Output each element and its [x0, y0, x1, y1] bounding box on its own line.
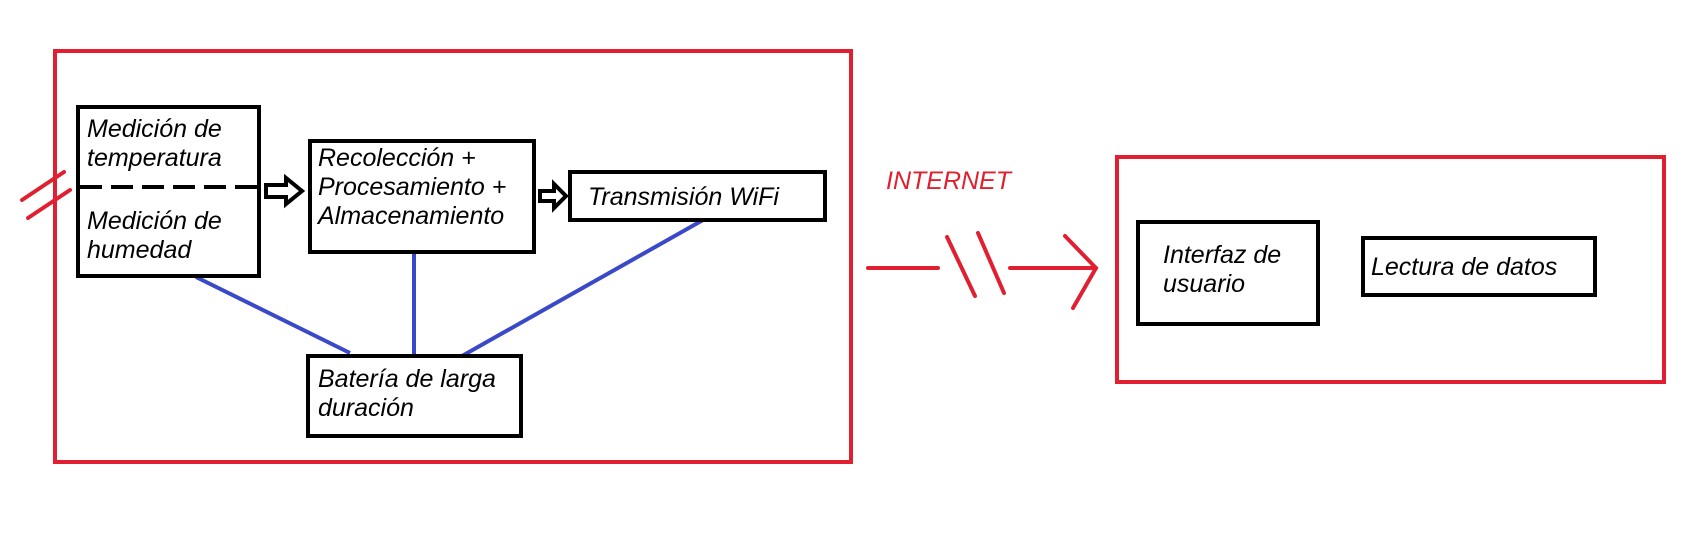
- client-frame: [1115, 155, 1666, 384]
- wifi-label: Transmisión WiFi: [588, 183, 779, 211]
- data-reading-label: Lectura de datos: [1371, 253, 1558, 281]
- temperature-label: Medición de temperatura: [87, 115, 222, 172]
- arrow-processing-to-wifi: [538, 179, 569, 213]
- link-sensors-battery: [195, 275, 351, 355]
- sensor-box: [76, 105, 261, 278]
- internet-link: [866, 231, 1099, 310]
- left-break-mark: [20, 170, 72, 220]
- power-links: [195, 218, 704, 358]
- wifi-box: [568, 170, 827, 222]
- processing-box: [308, 139, 536, 254]
- battery-label: Batería de larga duración: [318, 365, 496, 422]
- user-interface-label: Interfaz de usuario: [1163, 241, 1282, 298]
- internet-label: INTERNET: [886, 167, 1011, 195]
- internet-arrowhead: [1063, 234, 1099, 310]
- processing-label: Recolección + Procesamiento + Almacenami…: [318, 144, 507, 230]
- data-reading-box: [1361, 236, 1597, 297]
- user-interface-box: [1136, 220, 1320, 326]
- arrow-sensors-to-processing: [264, 173, 306, 209]
- humidity-label: Medición de humedad: [87, 207, 222, 264]
- device-frame: [53, 49, 853, 464]
- link-wifi-battery: [461, 218, 704, 358]
- battery-box: [306, 354, 523, 438]
